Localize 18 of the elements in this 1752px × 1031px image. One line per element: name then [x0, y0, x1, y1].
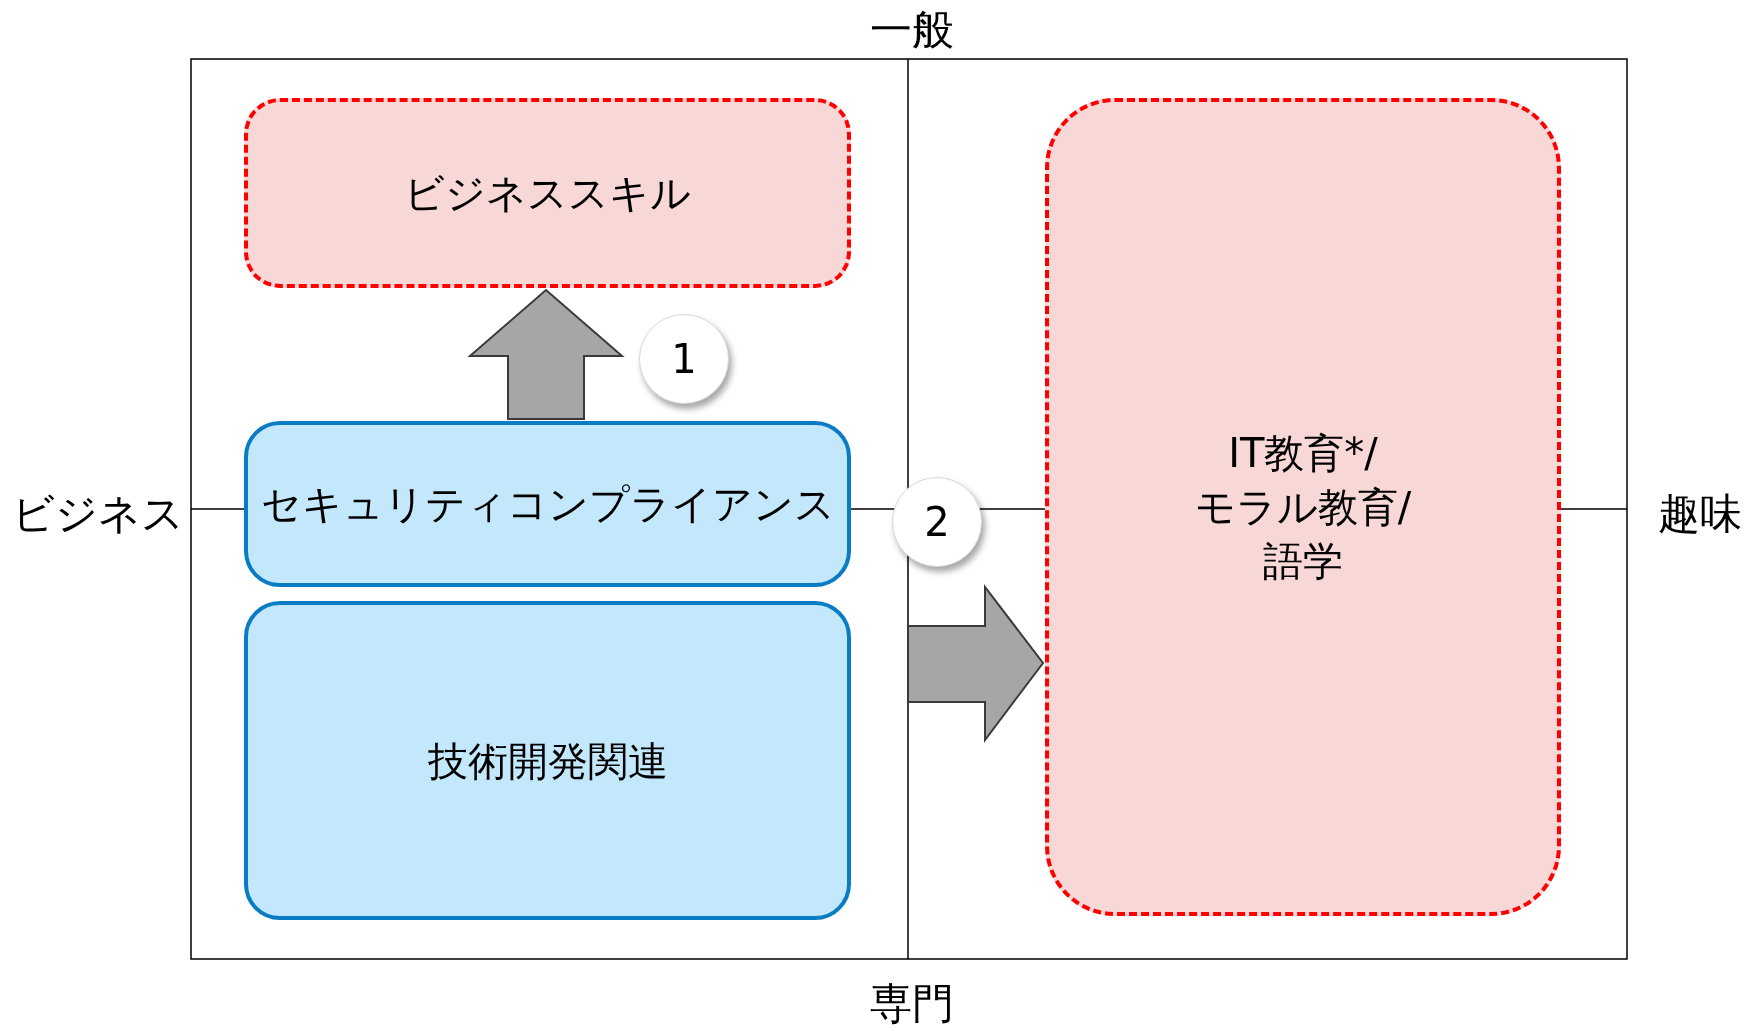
block-arrow [907, 584, 1045, 743]
number-circle [639, 314, 729, 404]
box-label: IT教育*/モラル教育/語学 [1193, 429, 1413, 586]
axis-label: 専門 [870, 978, 954, 1030]
box-label: ビジネススキル [404, 169, 691, 218]
category-box [1045, 98, 1561, 916]
category-box [244, 421, 851, 587]
number-circle [892, 477, 982, 567]
box-label: 技術開発関連 [427, 736, 668, 786]
block-arrow [467, 288, 625, 420]
axis-label: 一般 [870, 4, 954, 56]
box-label: セキュリティコンプライアンス [260, 480, 835, 529]
callout-number: 2 [924, 498, 950, 547]
axis-label: ビジネス [12, 488, 184, 540]
axis-label: 趣味 [1658, 488, 1742, 540]
category-box [244, 98, 851, 288]
callout-number: 1 [671, 335, 697, 384]
category-box [244, 601, 851, 920]
